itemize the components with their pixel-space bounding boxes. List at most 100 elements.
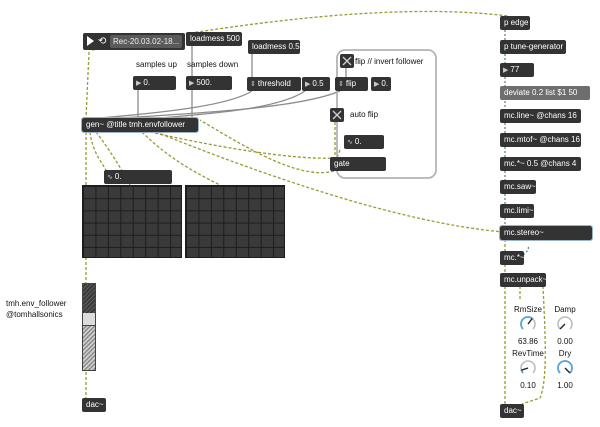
auto-flip-value: 0. [354,137,362,146]
gen-object[interactable]: gen~ @title tmh.envfollower [81,117,199,133]
updown-icon: ⇕ [338,81,344,88]
loadmess-500[interactable]: loadmess 500 [186,32,242,46]
updown-icon: ⇕ [250,81,256,88]
dial-label: Damp [554,305,576,314]
flip-value: 0. [381,79,389,88]
cord-mult-side [509,245,530,265]
dial-dry[interactable]: Dry 1.00 [545,349,585,390]
flip-toggle[interactable] [340,54,354,68]
credit-line2: @tomhallsonics [6,310,63,319]
deviate-message[interactable]: deviate 0.2 list $1 50 [500,86,590,100]
mc-saw[interactable]: mc.saw~ [500,180,536,194]
number-77[interactable]: ▶77 [500,63,534,77]
cord-gen-to-stereo [155,131,505,233]
dial-value: 0.10 [520,381,536,390]
number-77-value: 77 [510,65,520,74]
auto-flip-label: auto flip [350,110,379,119]
p-tune-generator[interactable]: p tune-generator [500,40,566,54]
mc-stereo[interactable]: mc.stereo~ [499,225,593,241]
cord-gen-to-gate [149,131,336,159]
cord-unpack-to-dacr2 [521,285,546,405]
dial-label: Dry [558,349,572,358]
dial-value: 0.00 [557,337,573,346]
dial-track [520,360,536,374]
threshold-value: 0.5 [312,79,324,88]
meter-upper [83,284,95,314]
play-icon[interactable] [87,36,94,46]
flip-invert-label: flip // invert follower [355,57,424,66]
loop-icon[interactable]: ⟲ [98,36,107,47]
toggle-x-icon [342,56,352,66]
number-arrow-icon: ▶ [374,81,380,88]
flip-number[interactable]: ⇕flip [335,77,368,91]
samples-up-label: samples up [136,60,177,69]
threshold-value-number[interactable]: ▶0.5 [302,77,330,91]
dial-needle [521,367,529,371]
dial-label: RevTime [512,349,544,358]
signal-number[interactable]: ∿0. [104,170,172,184]
dial-value: 63.86 [517,337,539,346]
signal-value: 0. [114,172,122,181]
signal-icon: ∿ [347,139,353,146]
dial-revtime[interactable]: RevTime 0.10 [508,349,548,390]
threshold-number[interactable]: ⇕threshold [247,77,301,91]
p-edge[interactable]: p edge [500,16,530,30]
cord-threshval-to-gen [159,90,306,119]
loadmess-05[interactable]: loadmess 0.5 [248,40,300,54]
dial-needle [559,323,566,330]
credit-line1: tmh.env_follower [6,299,67,308]
dial-value-arc [520,316,533,330]
dial-damp-knob [557,316,573,330]
dial-value-arc [557,360,573,374]
mc-mtof[interactable]: mc.mtof~ @chans 16 [500,133,581,147]
mc-mult[interactable]: mc.*~ [500,251,524,265]
mc-mult-chans[interactable]: mc.*~ 0.5 @chans 4 [500,157,581,171]
gate-object[interactable]: gate [330,157,386,171]
dial-revtime-knob [520,360,536,374]
sfplay-toolbar: ⟲ Rec-20.03.02-18... [83,33,185,50]
dac-right[interactable]: dac~ [500,404,524,418]
auto-flip-signal[interactable]: ∿0. [344,135,384,149]
dial-dry-knob [557,360,573,374]
cord-flip-to-gen [119,90,341,119]
scope-left [82,185,182,258]
cord-gen-to-signal [89,131,107,171]
scope-right [185,185,285,258]
dial-label: RmSize [513,305,542,314]
meter-fill [83,324,95,370]
number-arrow-icon: ▶ [136,80,142,87]
flip-value-number[interactable]: ▶0. [371,77,391,91]
flip-label: flip [345,79,357,88]
mc-limi[interactable]: mc.limi~ [500,204,534,218]
auto-flip-toggle[interactable] [330,108,344,122]
signal-icon: ∿ [107,174,113,181]
samples-up-number[interactable]: ▶0. [133,76,176,90]
level-meter [82,283,96,371]
cord-sfplay-to-gen [85,51,90,119]
samples-up-value: 0. [143,78,151,87]
cord-gen-to-scope1 [95,131,131,186]
sfplay-filename[interactable]: Rec-20.03.02-18... [110,35,182,48]
dial-rmsize-knob [520,316,536,330]
number-arrow-icon: ▶ [305,81,311,88]
dial-track [557,316,573,330]
toggle-x-icon [332,110,342,120]
samples-down-number[interactable]: ▶500. [186,76,232,90]
cord-sfplay-to-pedge [91,10,509,51]
samples-down-label: samples down [187,60,239,69]
dial-rmsize[interactable]: RmSize 63.86 [508,305,548,346]
cord-thresh-to-gen [99,90,253,119]
dial-needle [527,318,533,325]
cord-gen-to-scope2 [141,131,221,186]
mc-line[interactable]: mc.line~ @chans 16 [500,109,581,123]
dial-needle [564,367,571,374]
dial-value: 1.00 [557,381,573,390]
dial-damp[interactable]: Damp 0.00 [545,305,585,346]
samples-down-value: 500. [196,78,212,87]
mc-unpack[interactable]: mc.unpack~ [500,273,546,287]
dac-left[interactable]: dac~ [82,398,106,412]
number-arrow-icon: ▶ [503,67,509,74]
number-arrow-icon: ▶ [189,80,195,87]
